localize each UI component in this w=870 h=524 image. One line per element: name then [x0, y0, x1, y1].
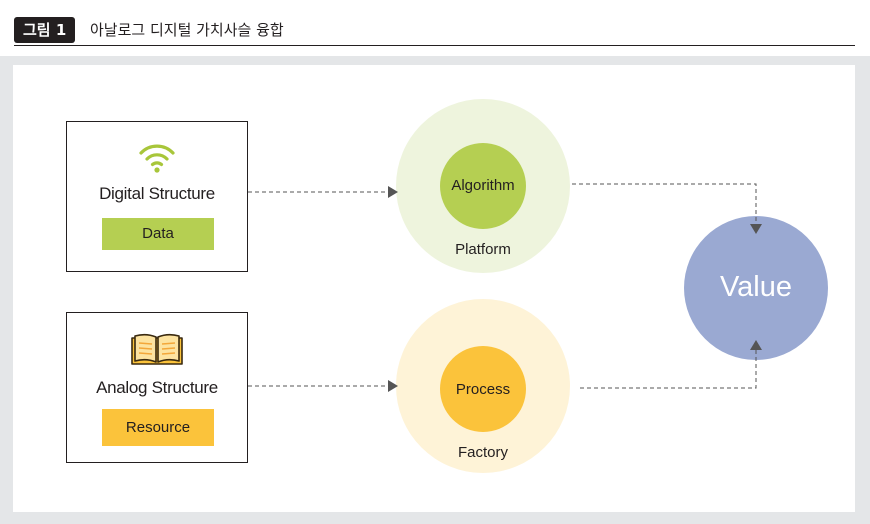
factory-label: Factory [457, 444, 508, 461]
digital-structure-box: Digital Structure Data [66, 121, 248, 272]
process-label: Process [455, 381, 511, 398]
arrowhead-to-factory [388, 380, 398, 392]
figure-number-badge: 그림 1 [14, 17, 76, 43]
platform-label: Platform [455, 241, 511, 258]
figure-title: 아날로그 디지털 가치사슬 융합 [90, 21, 284, 39]
arrowhead-to-platform [388, 186, 398, 198]
value-label: Value [719, 271, 793, 303]
algorithm-label: Algorithm [451, 177, 515, 194]
header-rule [14, 45, 855, 46]
arrowhead-into-value-top [750, 224, 762, 234]
connector-algorithm-to-value [572, 183, 757, 224]
open-book-icon [131, 333, 183, 365]
analog-structure-box: Analog Structure Resource [66, 312, 248, 463]
figure-header: 그림 1 아날로그 디지털 가치사슬 융합 [0, 0, 870, 56]
wifi-icon [139, 144, 175, 173]
resource-tag: Resource [102, 409, 214, 446]
analog-structure-title: Analog Structure [96, 378, 218, 397]
connector-process-to-value [580, 350, 757, 389]
process-circle [440, 346, 526, 432]
algorithm-circle [440, 143, 526, 229]
digital-structure-title: Digital Structure [99, 184, 215, 203]
data-tag: Data [102, 218, 214, 250]
value-circle [684, 216, 828, 360]
arrowhead-into-value-bottom [750, 340, 762, 350]
